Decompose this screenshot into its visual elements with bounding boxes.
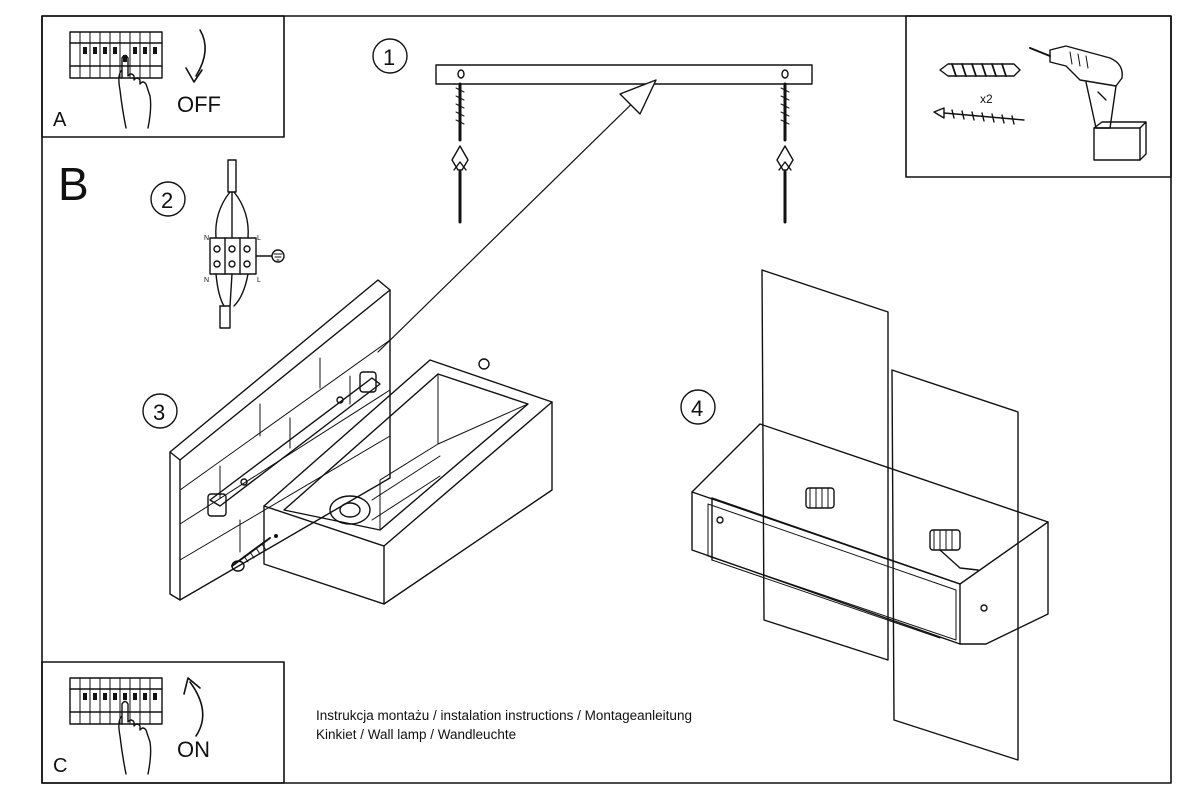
panel-a-letter: A <box>53 109 67 131</box>
panel-b-letter: B <box>58 158 89 210</box>
panel-c-switch-on: C ON <box>41 661 285 784</box>
wall-plug-icon <box>939 63 1021 77</box>
step-3-mount-body: 3 <box>142 79 657 605</box>
bulb-socket-right-icon <box>929 529 979 571</box>
quantity-label: x2 <box>980 92 993 106</box>
step-3-label: 3 <box>153 400 165 425</box>
hand-icon <box>118 54 152 129</box>
step-4-attach-shades: 4 <box>680 269 1049 761</box>
shade-panel-back <box>761 269 889 661</box>
breaker-box-icon <box>69 677 163 725</box>
step-4-label: 4 <box>691 396 703 421</box>
arrow-down-icon <box>195 29 206 77</box>
live-label-top: L <box>257 235 261 242</box>
terminal-block-icon <box>209 237 257 275</box>
mounting-bracket <box>209 377 381 507</box>
step-1-label: 1 <box>383 45 395 70</box>
step-1-mounting-plate: 1 <box>372 38 813 224</box>
anchor-screw-right-icon <box>776 82 794 224</box>
drill-icon <box>1029 45 1147 161</box>
page-frame <box>41 15 1172 784</box>
arrow-up-icon <box>189 681 204 737</box>
lamp-socket-icon <box>329 495 371 525</box>
anchor-screw-left-icon <box>451 82 469 224</box>
off-label: OFF <box>177 92 221 117</box>
live-label-bottom: L <box>257 277 261 284</box>
tools-panel: x2 <box>905 15 1172 178</box>
guide-arrow <box>377 85 651 353</box>
neutral-label-top: N <box>204 235 209 242</box>
bulb-socket-left-icon <box>805 487 835 509</box>
shade-panel-front <box>891 369 1019 761</box>
caption-subtitle: Kinkiet / Wall lamp / Wandleuchte <box>316 727 517 742</box>
screw-icon <box>933 107 1025 125</box>
on-label: ON <box>177 737 210 762</box>
breaker-box-icon <box>69 31 163 79</box>
hand-icon <box>118 700 152 775</box>
panel-c-letter: C <box>53 755 67 777</box>
step-2-wiring: 2 N L N L <box>150 159 285 329</box>
wall-panel <box>169 279 391 601</box>
neutral-label-bottom: N <box>204 277 209 284</box>
lamp-body-frame <box>691 423 1049 645</box>
caption-title: Instrukcja montażu / instalation instruc… <box>316 708 692 723</box>
side-screw-icon <box>231 534 278 572</box>
lamp-body-box <box>263 359 553 605</box>
panel-a-switch-off: A OFF <box>41 15 285 138</box>
step-2-label: 2 <box>161 188 173 213</box>
ground-symbol-icon <box>271 249 285 263</box>
